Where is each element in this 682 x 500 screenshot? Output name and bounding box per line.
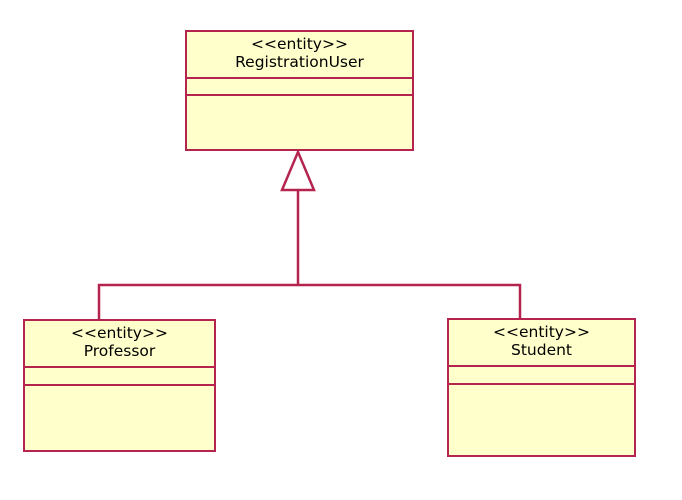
class-stereotype: <<entity>> <box>493 323 590 341</box>
class-name-compartment: <<entity>> Student <box>449 320 634 365</box>
class-name-compartment: <<entity>> Professor <box>25 321 214 366</box>
class-stereotype: <<entity>> <box>251 35 348 53</box>
uml-class-professor[interactable]: <<entity>> Professor <box>23 319 216 452</box>
class-name: Student <box>510 340 573 359</box>
class-stereotype: <<entity>> <box>71 324 168 342</box>
class-name-compartment: <<entity>> RegistrationUser <box>187 32 412 77</box>
uml-class-registrationuser[interactable]: <<entity>> RegistrationUser <box>185 30 414 151</box>
class-attributes-compartment <box>187 76 412 94</box>
uml-class-student[interactable]: <<entity>> Student <box>447 318 636 457</box>
class-name: RegistrationUser <box>235 52 364 71</box>
class-name: Professor <box>83 341 156 360</box>
class-operations-compartment <box>25 383 214 450</box>
class-operations-compartment <box>449 382 634 455</box>
class-attributes-compartment <box>25 365 214 384</box>
class-operations-compartment <box>187 93 412 149</box>
generalization-triangle-icon <box>280 148 316 192</box>
class-attributes-compartment <box>449 364 634 383</box>
